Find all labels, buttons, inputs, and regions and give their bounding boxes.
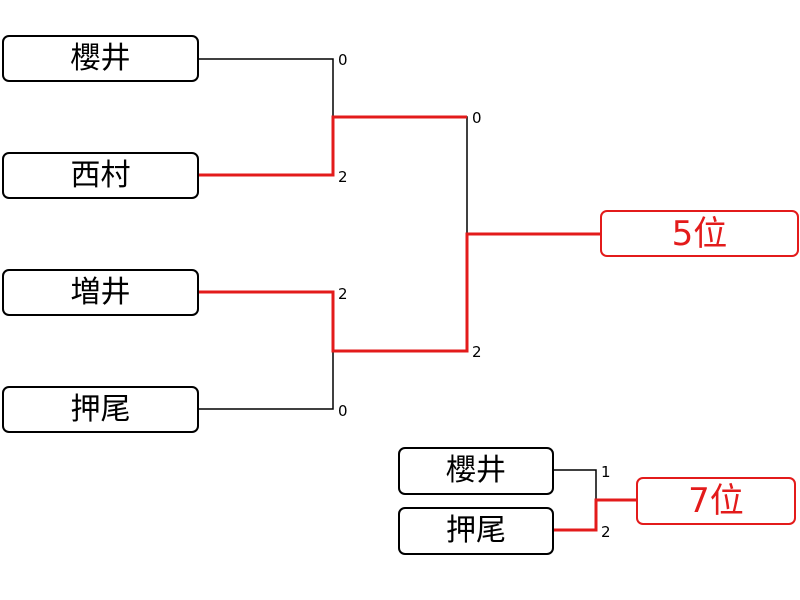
player-box-nishimura: 西村 [2,152,199,199]
score-label: 2 [472,343,482,361]
player-name: 押尾 [446,513,506,548]
player-name: 櫻井 [446,453,506,488]
bracket-line-nishimura-winner [198,115,467,177]
bracket-line-masui-winner [198,232,600,353]
score-label: 1 [601,463,611,481]
score-label: 0 [338,51,348,69]
player-box-oshio: 押尾 [2,386,199,433]
player-name: 増井 [70,274,131,310]
score-label: 2 [601,523,611,541]
player-name: 櫻井 [70,40,131,76]
score-label: 2 [338,168,348,186]
result-box-5th: 5位 [600,210,799,257]
player-box-masui: 増井 [2,269,199,316]
bracket-line-oshio [198,351,334,410]
result-label: 7位 [688,481,744,521]
bracket-line-small-oshio-winner [554,498,636,532]
score-label: 0 [472,109,482,127]
score-label: 0 [338,402,348,420]
bracket-line-small-sakurai [554,469,597,500]
result-box-7th: 7位 [636,477,796,525]
player-name: 西村 [70,157,131,193]
result-label: 5位 [671,213,728,254]
bracket-line-semifinal-top [333,116,468,234]
player-box-small-sakurai: 櫻井 [398,447,554,495]
player-box-small-oshio: 押尾 [398,507,554,555]
player-name: 押尾 [70,391,131,427]
bracket-line-sakurai [198,58,334,116]
score-label: 2 [338,285,348,303]
player-box-sakurai: 櫻井 [2,35,199,82]
